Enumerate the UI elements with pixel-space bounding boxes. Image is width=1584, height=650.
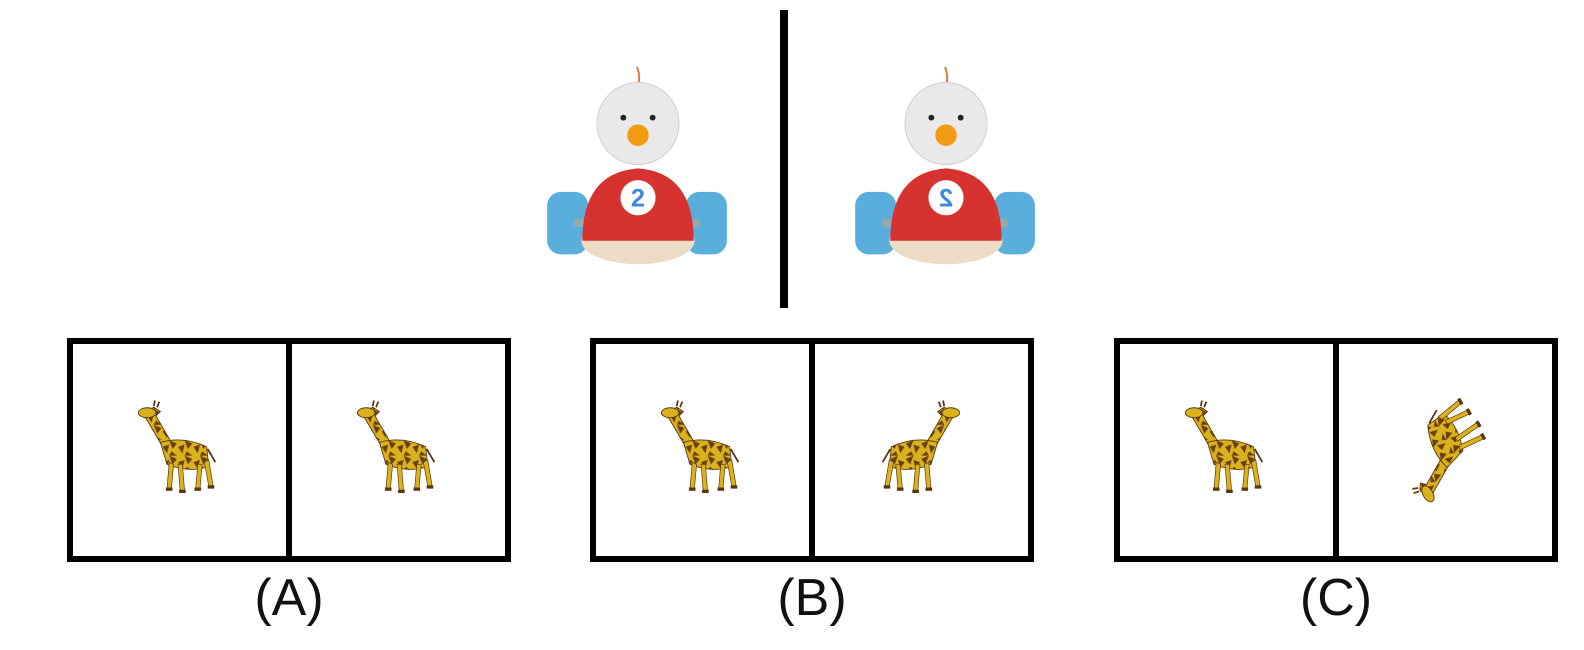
car-number: 2 — [631, 185, 645, 213]
giraffe-icon — [356, 399, 436, 494]
reference-pair: 2 2 — [0, 0, 1584, 320]
option-b[interactable] — [590, 338, 1034, 562]
option-a-left-panel — [73, 344, 286, 556]
reference-divider — [780, 10, 788, 308]
option-a-right-panel — [292, 344, 505, 556]
giraffe-icon — [660, 399, 740, 494]
option-b-right-panel — [815, 344, 1028, 556]
option-c-label: (C) — [1299, 569, 1373, 627]
option-b-label: (B) — [777, 569, 847, 627]
option-a[interactable] — [67, 338, 511, 562]
car-number-mirrored: 2 — [939, 185, 953, 213]
giraffe-icon — [137, 399, 217, 494]
option-a-label: (A) — [254, 569, 324, 627]
giraffe-rotated-icon — [1389, 394, 1499, 504]
giraffe-icon — [1184, 399, 1264, 494]
option-divider — [809, 338, 815, 562]
option-c-left-panel — [1120, 344, 1333, 556]
giraffe-mirrored-icon — [881, 399, 961, 494]
reference-toy-mirrored: 2 — [846, 60, 1046, 270]
option-b-left-panel — [596, 344, 809, 556]
option-divider — [1333, 338, 1339, 562]
option-c[interactable] — [1114, 338, 1558, 562]
option-c-right-panel — [1339, 344, 1552, 556]
option-divider — [286, 338, 292, 562]
reference-toy-original: 2 — [538, 60, 738, 270]
